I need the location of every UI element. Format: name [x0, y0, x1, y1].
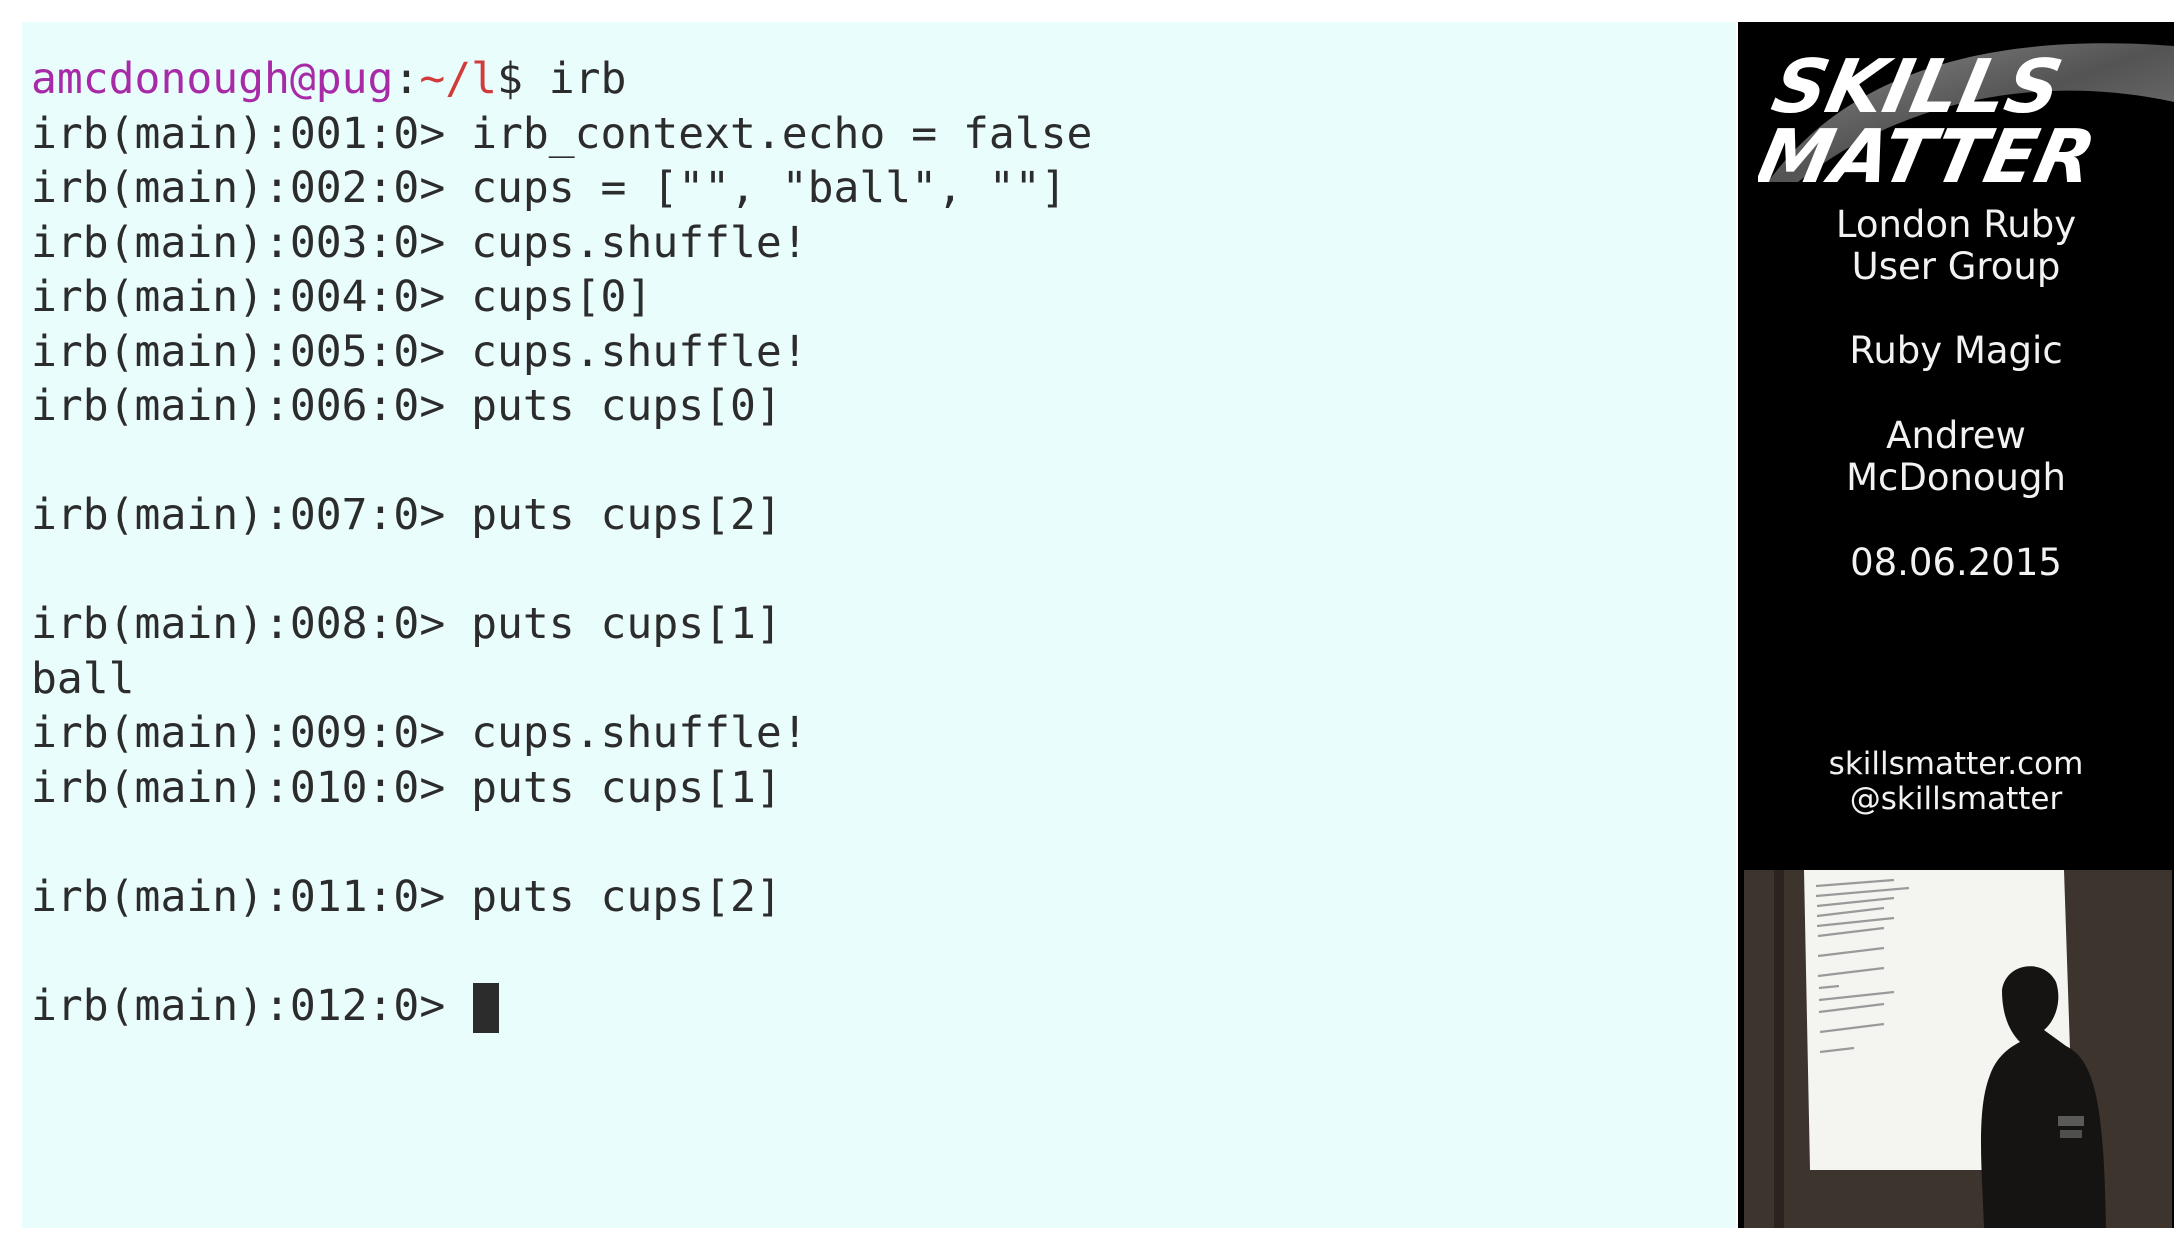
irb-line-010: irb(main):010:0> puts cups[1] [31, 762, 782, 813]
projected-terminal-lines [1815, 878, 1910, 1054]
irb-line-009: irb(main):009:0> cups.shuffle! [31, 708, 808, 758]
skills-matter-logo: SKILLS MATTER [1758, 43, 2174, 192]
irb-current-prompt: irb(main):012:0> [31, 980, 472, 1031]
irb-line-007: irb(main):007:0> puts cups[2] [31, 490, 782, 540]
twitter-handle: @skillsmatter [1849, 781, 2063, 817]
talk-title: Ruby Magic [1849, 329, 2063, 372]
prompt-user-host: amcdonough@pug [31, 54, 394, 104]
irb-line-003: irb(main):003:0> cups.shuffle! [31, 217, 808, 268]
text-cursor [473, 983, 500, 1033]
irb-line-008: irb(main):008:0> puts cups[1] [31, 599, 782, 649]
irb-line-011: irb(main):011:0> puts cups[2] [31, 871, 782, 922]
prompt-colon: : [393, 54, 420, 104]
shell-prompt-line: amcdonough@pug:~/l$ irb [31, 52, 1736, 107]
irb-output-blank [31, 434, 1736, 489]
irb-output-blank [31, 924, 1736, 979]
speaker-name-line: Andrew [1886, 414, 2026, 457]
event-group-name: London Ruby User Group [1738, 204, 2174, 288]
logo-line-1: SKILLS [1765, 44, 2069, 130]
terminal-output: amcdonough@pug:~/l$ irb irb(main):001:0>… [31, 52, 1736, 1033]
event-sidebar: SKILLS MATTER London Ruby User Group Rub… [1738, 22, 2174, 1228]
irb-line-012-current[interactable]: irb(main):012:0> [31, 979, 1736, 1033]
irb-line-001: irb(main):001:0> irb_context.echo = fals… [31, 108, 1093, 159]
logo-line-2: MATTER [1758, 114, 2103, 192]
irb-line-004: irb(main):004:0> cups[0] [31, 272, 653, 322]
speaker-silhouette [1981, 966, 2106, 1228]
irb-output-blank [31, 815, 1736, 870]
terminal-window[interactable]: amcdonough@pug:~/l$ irb irb(main):001:0>… [22, 22, 1736, 1228]
irb-line-005: irb(main):005:0> cups.shuffle! [31, 326, 808, 377]
irb-line-002: irb(main):002:0> cups = ["", "ball", ""] [31, 163, 1067, 213]
prompt-path: ~/l [419, 54, 497, 104]
event-group-line: London Ruby [1835, 203, 2077, 246]
shell-command: irb [522, 54, 627, 104]
irb-line-006: irb(main):006:0> puts cups[0] [31, 381, 782, 431]
speaker-camera-feed [1744, 870, 2172, 1228]
website-link: skillsmatter.com [1828, 746, 2084, 782]
irb-output-blank [31, 543, 1736, 598]
event-group-line: User Group [1851, 245, 2061, 288]
camera-scene [1744, 870, 2172, 1228]
irb-output-ball: ball [31, 653, 135, 704]
prompt-dollar: $ [497, 54, 523, 104]
speaker-name: Andrew McDonough [1738, 415, 2174, 499]
speaker-name-line: McDonough [1846, 456, 2066, 499]
event-date: 08.06.2015 [1850, 541, 2062, 584]
